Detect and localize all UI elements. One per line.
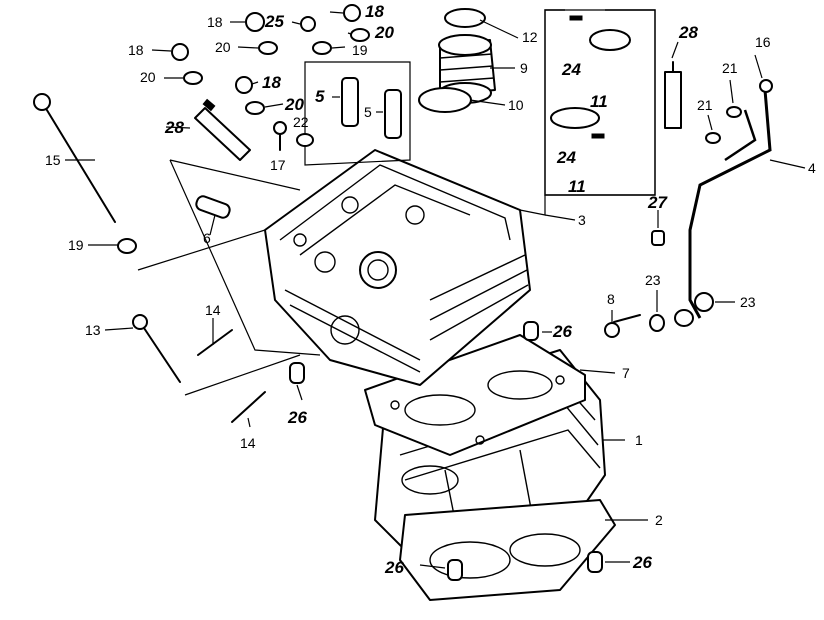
callout-9: 9 [520,60,528,76]
base-gasket [399,499,616,601]
callout-23b: 23 [740,294,756,310]
cap-nut-18c [171,43,189,61]
washer-19b [117,238,137,254]
washer-23b [694,292,714,312]
valve-guide-b [384,89,402,139]
banjo-fitting [674,309,694,327]
callout-20d: 20 [284,95,304,114]
washer-20c [183,71,203,85]
callout-21a: 21 [722,60,738,76]
spark-plug-right [664,61,682,129]
callout-18c: 18 [128,42,144,58]
callout-18a: 18 [207,14,223,30]
callout-11b: 11 [568,177,586,196]
callout-20b: 20 [374,23,394,42]
bolt-17 [273,121,287,151]
callout-14b: 14 [240,435,256,451]
nut-25 [300,16,316,32]
callout-12: 12 [522,29,538,45]
bolt-8 [604,314,641,338]
callout-16: 16 [755,34,771,50]
callout-18d: 18 [262,73,281,92]
callout-10: 10 [508,97,524,113]
callout-24a: 24 [561,60,581,79]
callout-25: 25 [264,12,284,31]
cap-nut-18a [245,12,265,32]
callout-26a: 26 [287,408,307,427]
callout-17: 17 [270,157,286,173]
stud-14a [197,329,233,356]
bolt-27 [651,230,665,246]
cylinder-head [264,149,531,386]
dowel-pin-26d [587,551,603,573]
dowel-pin-26b [523,321,539,341]
bolt-15 [33,93,116,223]
leader-lines [65,11,806,569]
intake-insulator [418,8,496,113]
stud-14b [231,391,266,423]
callout-3: 3 [578,212,586,228]
clamp-group [544,9,656,196]
dowel-pin-6 [195,195,231,219]
callout-6: 6 [203,230,211,246]
head-gasket [364,334,586,456]
callout-11a: 11 [590,92,608,111]
callout-22: 22 [293,114,309,130]
valve-guide-a [341,77,359,127]
callout-20a: 20 [215,39,231,55]
callout-5a: 5 [315,87,325,106]
washer-20d [245,101,265,115]
callout-26d: 26 [632,553,652,572]
dowel-pin-26c [447,559,463,581]
callout-20c: 20 [140,69,156,85]
callout-1: 1 [635,432,643,448]
callout-8: 8 [607,291,615,307]
washer-20a [258,41,278,55]
callout-21b: 21 [697,97,713,113]
washer-23a [649,314,665,332]
callout-28a: 28 [164,118,184,137]
callout-5b: 5 [364,104,372,120]
callout-18b: 18 [365,2,384,21]
callout-13: 13 [85,322,101,338]
callout-26b: 26 [552,322,572,341]
dowel-pin-26a [289,362,305,384]
callout-24b: 24 [556,148,576,167]
oil-pipe [688,79,773,319]
washer-20b [350,28,370,42]
spark-plug-left [194,98,251,161]
callout-15: 15 [45,152,61,168]
washer-19a [312,41,332,55]
washer-22 [296,133,314,147]
callout-19b: 19 [68,237,84,253]
callouts: 1 2 3 4 5 5 6 7 8 9 10 11 11 12 13 14 14… [45,2,816,577]
callout-14a: 14 [205,302,221,318]
callout-2: 2 [655,512,663,528]
callout-23a: 23 [645,272,661,288]
cap-nut-18d [235,76,253,94]
callout-27: 27 [647,193,668,212]
callout-4: 4 [808,160,816,176]
callout-19a: 19 [352,42,368,58]
bolt-13 [132,314,181,383]
callout-7: 7 [622,365,630,381]
callout-28b: 28 [678,23,698,42]
callout-26c: 26 [384,558,404,577]
cap-nut-18b [343,4,361,22]
